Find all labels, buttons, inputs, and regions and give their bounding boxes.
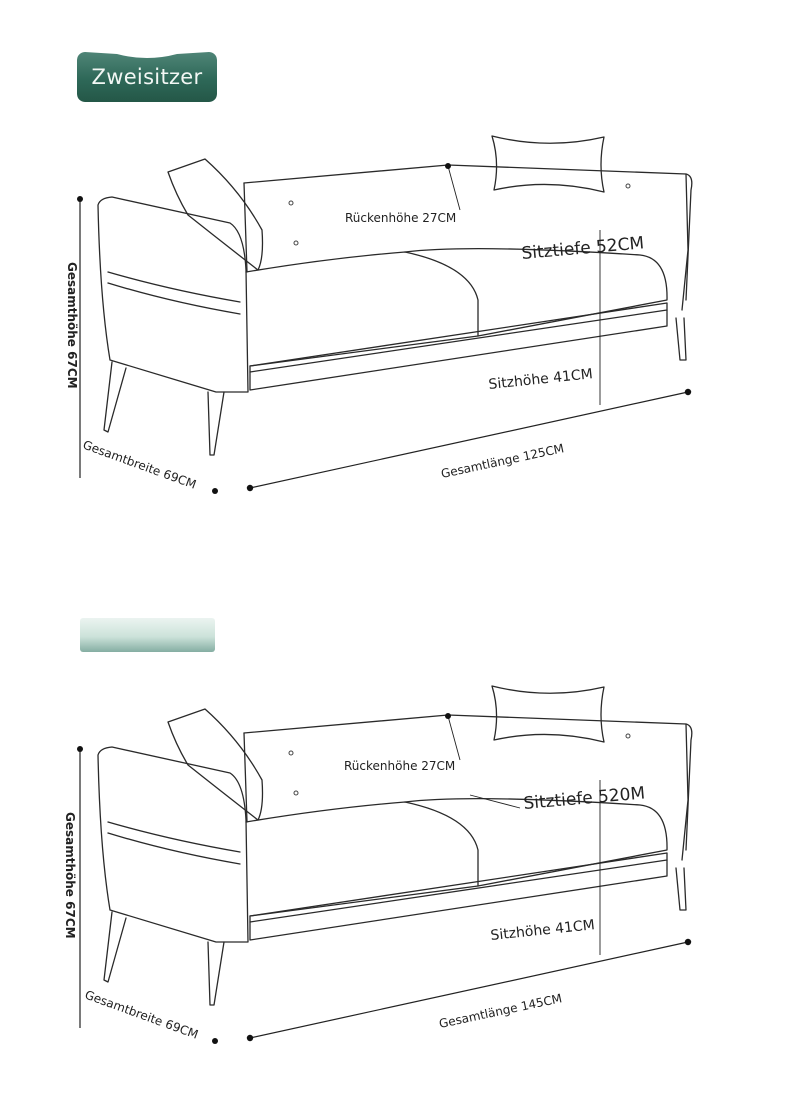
sofa-leg-front-left [207, 391, 225, 456]
sofa-drawing: Rückenhöhe 27CM Sitztiefe 52CM Sitzhöhe … [65, 135, 693, 494]
cushion-left [167, 158, 264, 271]
sofa-leg-front-right [675, 317, 687, 361]
total-height-label: Gesamthöhe 67CM [63, 812, 77, 939]
seat-cushion-right [404, 247, 668, 337]
sofa-base [249, 852, 668, 923]
sofa-leg-front-right [675, 867, 687, 911]
sofa-leg-back-left [103, 911, 127, 983]
sofa-dimensions-section-1: Zweisitzer [0, 0, 790, 550]
backrest-height-label: Rückenhöhe 27CM [345, 211, 456, 225]
length-dimension-line [249, 391, 689, 489]
sofa-leg-front-left [207, 941, 225, 1006]
seat-cushion-right [404, 797, 668, 887]
model-badge: Zweisitzer [77, 52, 217, 102]
sofa-base [249, 302, 668, 373]
sofa-backrest [243, 714, 693, 851]
seat-depth-label: Sitztiefe 52CM [521, 233, 645, 264]
sofa-leg-back-left [103, 361, 127, 433]
sofa-right-armrest [681, 173, 689, 311]
length-dimension-line [249, 941, 689, 1039]
sofa-right-armrest [681, 723, 689, 861]
sofa-left-armrest [97, 746, 249, 943]
sofa-dimensions-section-2: Rückenhöhe 27CM Sitztiefe 520M Sitzhöhe … [0, 550, 790, 1100]
cushion-right [491, 135, 605, 193]
total-width-label: Gesamtbreite 69CM [83, 988, 200, 1042]
total-length-label: Gesamtlänge 145CM [438, 991, 564, 1031]
cushion-left [167, 708, 264, 821]
sofa-backrest [243, 164, 693, 301]
sofa-left-armrest [97, 196, 249, 393]
cushion-right [491, 685, 605, 743]
total-height-label: Gesamthöhe 67CM [65, 262, 79, 389]
total-width-label: Gesamtbreite 69CM [81, 438, 198, 492]
model-badge-faded [80, 618, 215, 652]
seat-height-label: Sitzhöhe 41CM [490, 917, 596, 944]
seat-depth-label: Sitztiefe 520M [523, 783, 646, 814]
sofa-drawing: Rückenhöhe 27CM Sitztiefe 520M Sitzhöhe … [63, 685, 693, 1044]
backrest-height-label: Rückenhöhe 27CM [344, 759, 455, 773]
total-length-label: Gesamtlänge 125CM [440, 441, 566, 481]
seat-height-label: Sitzhöhe 41CM [488, 366, 594, 393]
